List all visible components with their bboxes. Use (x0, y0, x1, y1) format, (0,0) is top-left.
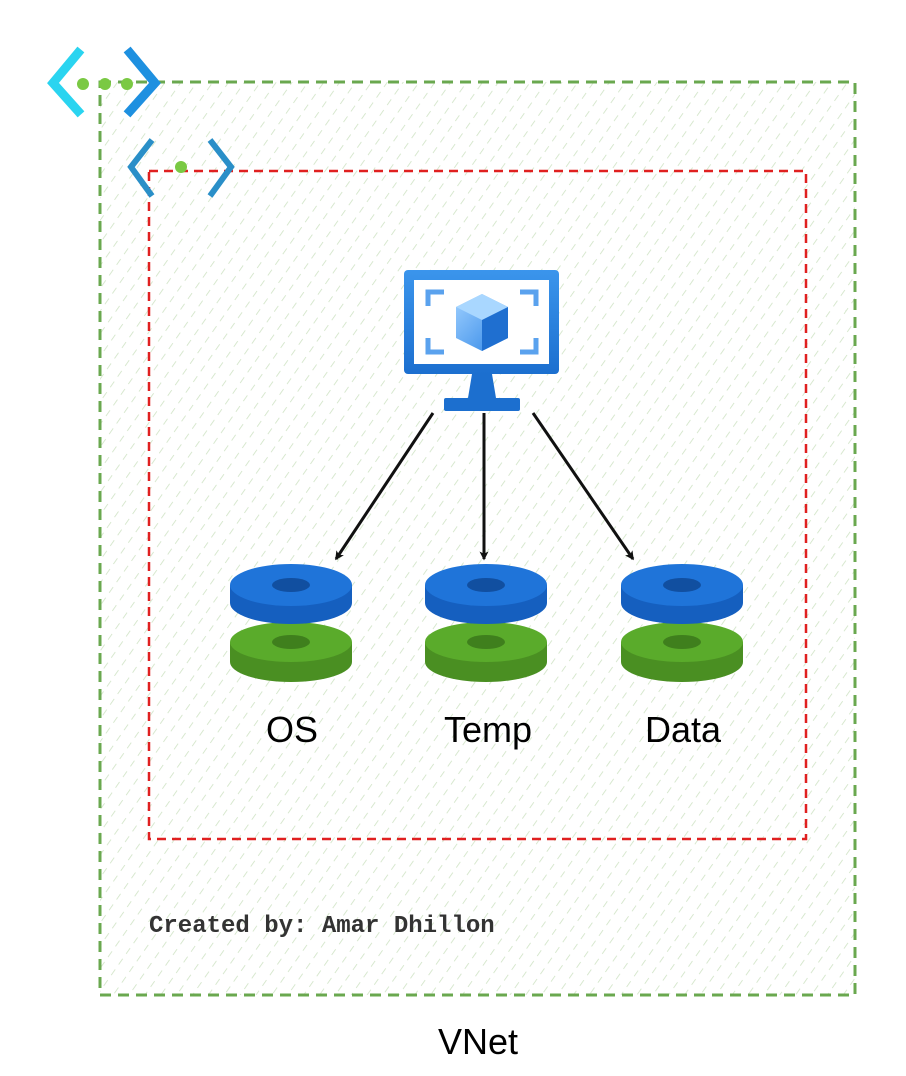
data-disk-icon[interactable]: Data (621, 564, 743, 750)
disk-bottom-platter (425, 622, 547, 682)
vnet-label: VNet (438, 1021, 518, 1062)
arrow-to-data-disk (531, 412, 635, 561)
vnet-icon (47, 46, 161, 118)
virtual-machine-icon[interactable] (404, 270, 559, 411)
os-disk-label: OS (266, 709, 318, 750)
disk-top-platter (230, 564, 352, 624)
credit-text: Created by: Amar Dhillon (149, 913, 495, 940)
arrow-to-os-disk (334, 412, 435, 561)
temp-disk-icon[interactable]: Temp (425, 564, 547, 750)
vnet-container[interactable] (98, 80, 857, 997)
disk-top-platter (425, 564, 547, 624)
vm-to-disk-connectors (334, 412, 635, 561)
subnet-container[interactable] (147, 169, 808, 841)
os-disk-icon[interactable]: OS (230, 564, 352, 750)
data-disk-label: Data (645, 709, 722, 750)
disk-bottom-platter (621, 622, 743, 682)
disk-bottom-platter (230, 622, 352, 682)
subnet-icon (127, 138, 235, 198)
disk-top-platter (621, 564, 743, 624)
temp-disk-label: Temp (444, 709, 532, 750)
